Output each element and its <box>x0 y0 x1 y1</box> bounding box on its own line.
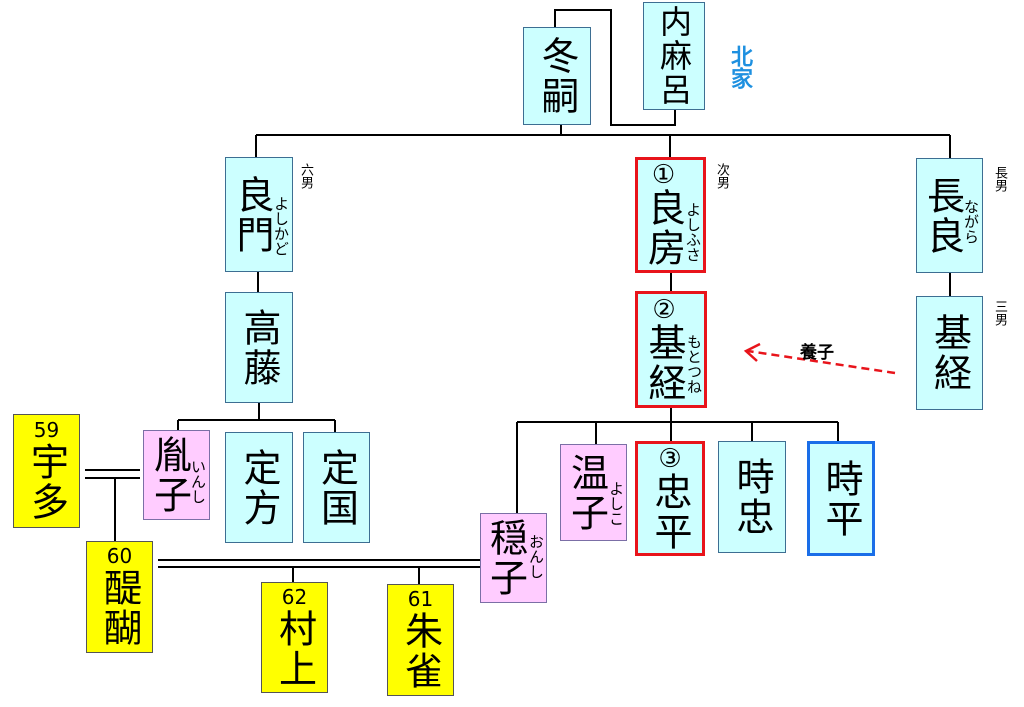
succession-order: ② <box>652 294 676 325</box>
birth-order-note: 三男 <box>992 300 1007 326</box>
person-name: 定国 <box>314 447 359 528</box>
person-fuyutsugu: 冬嗣 <box>523 27 591 125</box>
person-name: 醍醐 <box>97 568 142 648</box>
person-sadakata: 定方 <box>225 432 293 543</box>
person-name: 良房 <box>641 188 686 268</box>
emperor-number: 61 <box>407 587 434 611</box>
fuyutsugu-uchimaro-line <box>554 9 676 126</box>
house-label: 北家 <box>727 45 752 89</box>
person-reading: よしこ <box>607 481 625 526</box>
person-reading: おんし <box>527 534 545 579</box>
adoption-arrow <box>743 342 896 375</box>
birth-order-note: 六男 <box>298 163 313 189</box>
person-mototsune: 基経 <box>916 296 983 410</box>
person-name: 高藤 <box>237 307 281 388</box>
person-nagara: 長良ながら <box>916 158 983 273</box>
person-name: 基経 <box>927 313 972 393</box>
person-name: 胤子 <box>147 435 192 515</box>
person-name: 長良 <box>920 175 965 256</box>
person-takafuji: 高藤 <box>225 292 293 403</box>
person-name: 宇多 <box>24 442 69 522</box>
person-yoshikado: 良門よしかど <box>225 157 293 272</box>
emperor-number: 60 <box>106 544 133 568</box>
succession-order: ① <box>651 160 676 190</box>
person-tokihira: 時平 <box>807 441 875 556</box>
succession-order: ③ <box>658 443 682 474</box>
person-name: 定方 <box>237 447 281 528</box>
person-reading: よしかど <box>272 196 290 256</box>
person-reading: ながら <box>962 199 980 244</box>
person-name: 穏子 <box>483 518 528 598</box>
person-yoshiko: 温子よしこ <box>560 444 627 541</box>
person-inshi: 胤子いんし <box>143 430 210 520</box>
person-reading: よしふさ <box>684 202 702 262</box>
person-name: 朱雀 <box>398 611 443 691</box>
person-reading: もとつね <box>685 334 703 394</box>
birth-order-note: 次男 <box>714 163 729 189</box>
person-tokitada: 時忠 <box>718 441 786 553</box>
person-name: 冬嗣 <box>535 36 579 116</box>
person-reading: いんし <box>189 459 207 504</box>
person-name: 良門 <box>230 174 274 255</box>
person-uchimaro: 内麻呂 <box>643 2 705 110</box>
birth-order-note: 長男 <box>992 166 1007 192</box>
person-sadakuni: 定国 <box>303 432 370 543</box>
person-name: 時平 <box>819 458 863 539</box>
person-name: 忠平 <box>648 471 692 552</box>
emperor-number: 62 <box>281 584 308 609</box>
person-name: 時忠 <box>730 457 774 537</box>
person-name: 基経 <box>642 322 686 403</box>
person-onshi: 穏子おんし <box>480 513 547 603</box>
person-name: 村上 <box>272 608 317 689</box>
person-name: 温子 <box>564 452 609 533</box>
emperor-number: 59 <box>33 418 60 442</box>
person-name: 内麻呂 <box>655 5 693 107</box>
adoption-label: 養子 <box>800 343 834 363</box>
